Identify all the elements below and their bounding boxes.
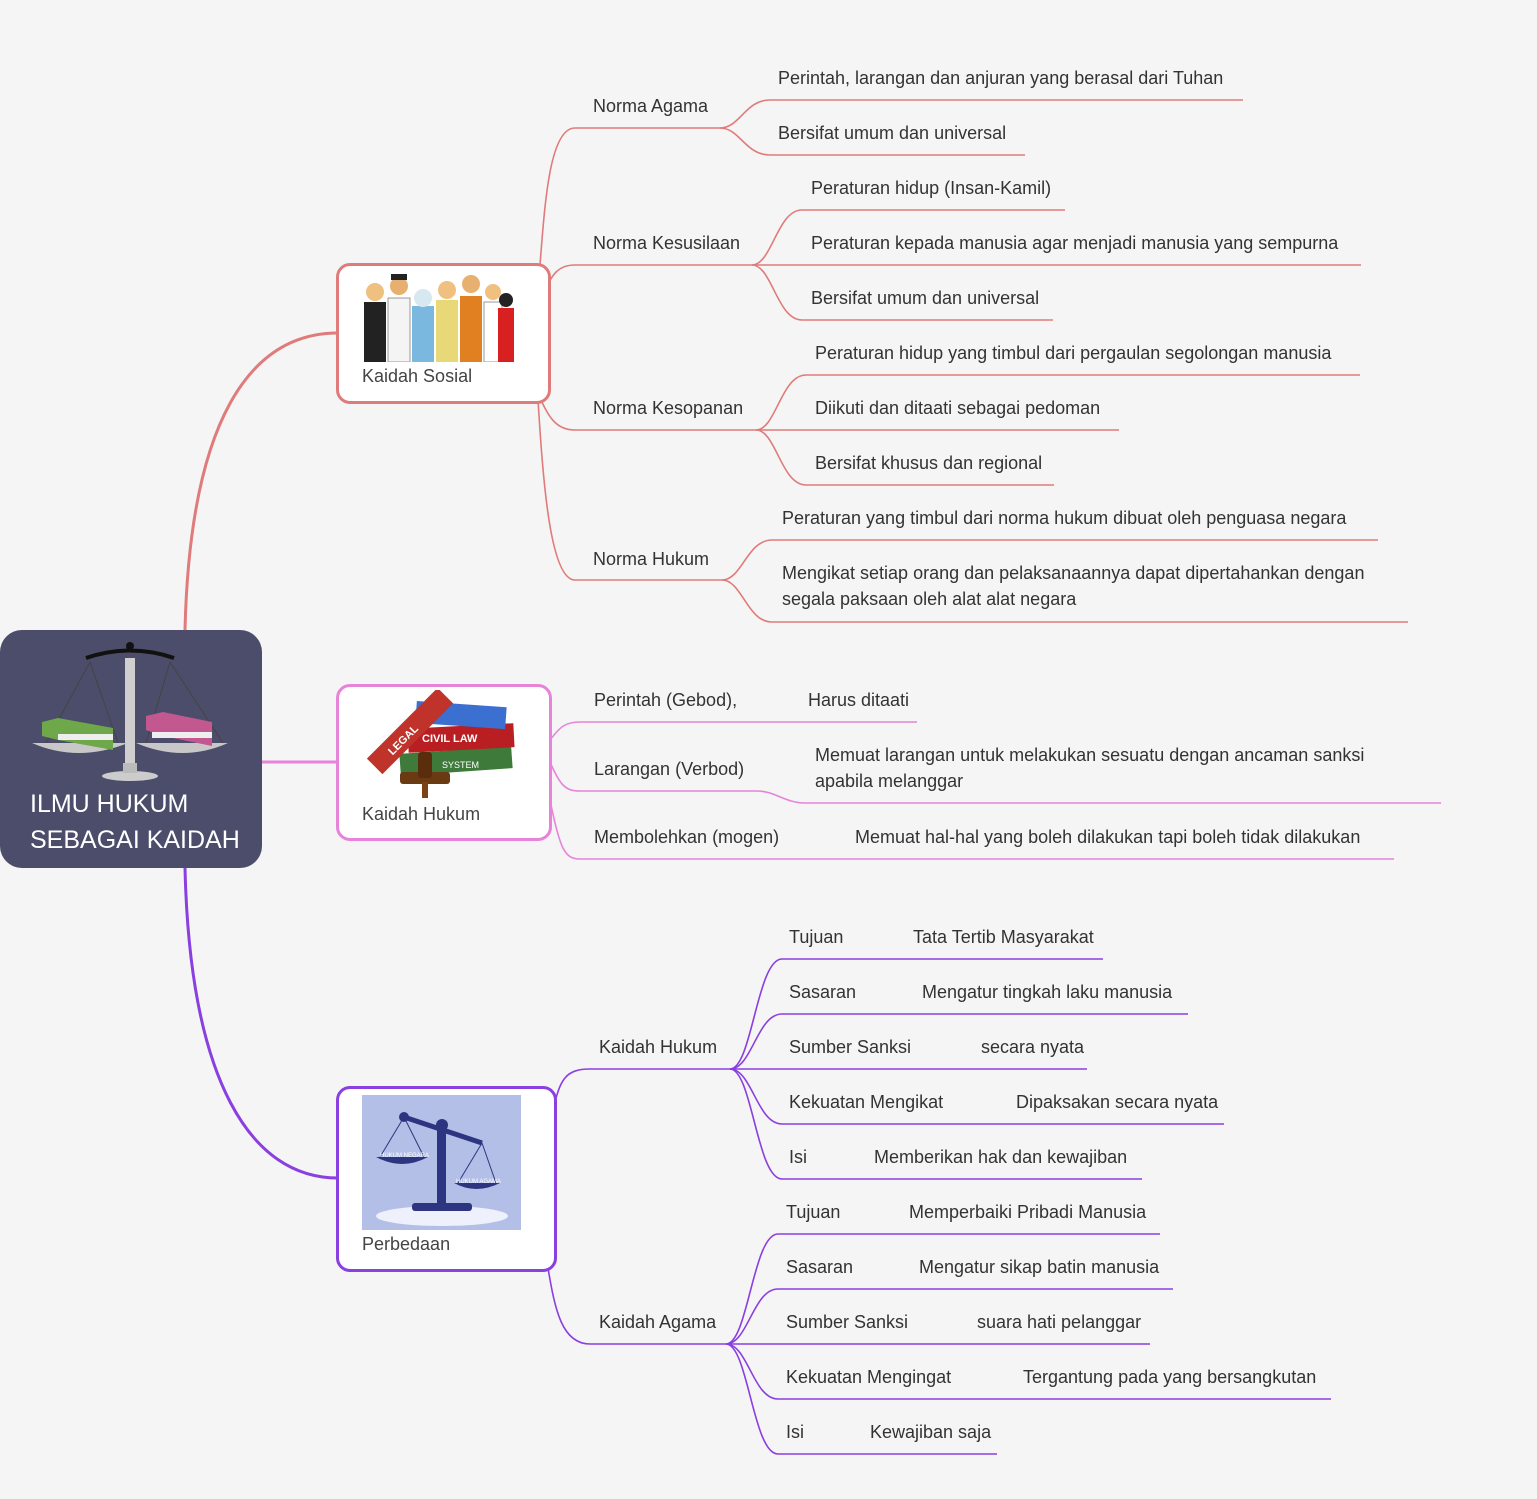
- norma-kesusilaan-item-3: Bersifat umum dan universal: [811, 288, 1040, 308]
- kh-row-key: Sasaran: [789, 982, 857, 1002]
- root-title-line1: ILMU HUKUM: [30, 790, 189, 818]
- root-title: ILMU HUKUM SEBAGAI KAIDAH: [30, 786, 240, 858]
- norma-kesopanan-label: Norma Kesopanan: [593, 398, 744, 418]
- scale-label-hukum-negara: HUKUM NEGARA: [380, 1153, 429, 1159]
- balance-scale-icon: HUKUM NEGARA HUKUM AGAMA: [362, 1095, 521, 1230]
- kh-row-key: Kekuatan Mengikat: [789, 1092, 944, 1112]
- ka-row-key: Kekuatan Mengingat: [786, 1367, 952, 1387]
- book-label-system: SYSTEM: [442, 760, 479, 770]
- membolehkan-value: Memuat hal-hal yang boleh dilakukan tapi…: [855, 827, 1361, 847]
- kh-row-value: Tata Tertib Masyarakat: [913, 927, 1094, 947]
- ka-row-key: Isi: [786, 1422, 804, 1442]
- perintah-label: Perintah (Gebod),: [594, 690, 738, 710]
- kh-row-value: Dipaksakan secara nyata: [1016, 1092, 1219, 1112]
- membolehkan-label: Membolehkan (mogen): [594, 827, 780, 847]
- book-label-civil-law: CIVIL LAW: [422, 733, 478, 745]
- scales-with-books-icon: [32, 642, 228, 781]
- kaidah-hukum-label: Kaidah Hukum: [362, 804, 481, 824]
- norma-kesusilaan-item-1: Peraturan hidup (Insan-Kamil): [811, 178, 1052, 198]
- ka-row-value: Kewajiban saja: [870, 1422, 992, 1442]
- ka-row-key: Sumber Sanksi: [786, 1312, 909, 1332]
- norma-kesopanan-item-3: Bersifat khusus dan regional: [815, 453, 1043, 473]
- kh-row-value: secara nyata: [981, 1037, 1085, 1057]
- perbedaan-kaidah-hukum-label: Kaidah Hukum: [599, 1037, 718, 1057]
- root-title-line2: SEBAGAI KAIDAH: [30, 826, 240, 854]
- norma-agama-label: Norma Agama: [593, 96, 709, 116]
- people-group-icon: [362, 272, 515, 362]
- scale-label-hukum-agama: HUKUM AGAMA: [456, 1179, 501, 1185]
- ka-row-value: Memperbaiki Pribadi Manusia: [909, 1202, 1147, 1222]
- ka-row-key: Tujuan: [786, 1202, 841, 1222]
- norma-agama-item-1: Perintah, larangan dan anjuran yang bera…: [778, 68, 1224, 88]
- ka-row-value: Mengatur sikap batin manusia: [919, 1257, 1160, 1277]
- ka-row-value: suara hati pelanggar: [977, 1312, 1142, 1332]
- ka-row-value: Tergantung pada yang bersangkutan: [1023, 1367, 1317, 1387]
- ka-row-key: Sasaran: [786, 1257, 854, 1277]
- kaidah-sosial-label: Kaidah Sosial: [362, 366, 473, 386]
- larangan-value: Memuat larangan untuk melakukan sesuatu …: [815, 745, 1365, 791]
- kh-row-key: Tujuan: [789, 927, 844, 947]
- norma-kesopanan-item-2: Diikuti dan ditaati sebagai pedoman: [815, 398, 1101, 418]
- law-books-gavel-icon: CIVIL LAW LEGAL SYSTEM: [366, 690, 515, 798]
- norma-kesusilaan-item-2: Peraturan kepada manusia agar menjadi ma…: [811, 233, 1339, 253]
- perbedaan-kaidah-agama-label: Kaidah Agama: [599, 1312, 717, 1332]
- norma-kesopanan-item-1: Peraturan hidup yang timbul dari pergaul…: [815, 343, 1332, 363]
- kh-row-value: Mengatur tingkah laku manusia: [922, 982, 1173, 1002]
- norma-hukum-label: Norma Hukum: [593, 549, 710, 569]
- norma-kesusilaan-label: Norma Kesusilaan: [593, 233, 741, 253]
- larangan-label: Larangan (Verbod): [594, 759, 745, 779]
- kh-row-key: Isi: [789, 1147, 807, 1167]
- kh-row-value: Memberikan hak dan kewajiban: [874, 1147, 1128, 1167]
- norma-hukum-item-2: Mengikat setiap orang dan pelaksanaannya…: [782, 563, 1365, 609]
- kh-row-key: Sumber Sanksi: [789, 1037, 912, 1057]
- perintah-value: Harus ditaati: [808, 690, 910, 710]
- perbedaan-label: Perbedaan: [362, 1234, 451, 1254]
- norma-hukum-item-1: Peraturan yang timbul dari norma hukum d…: [782, 508, 1347, 528]
- norma-agama-item-2: Bersifat umum dan universal: [778, 123, 1007, 143]
